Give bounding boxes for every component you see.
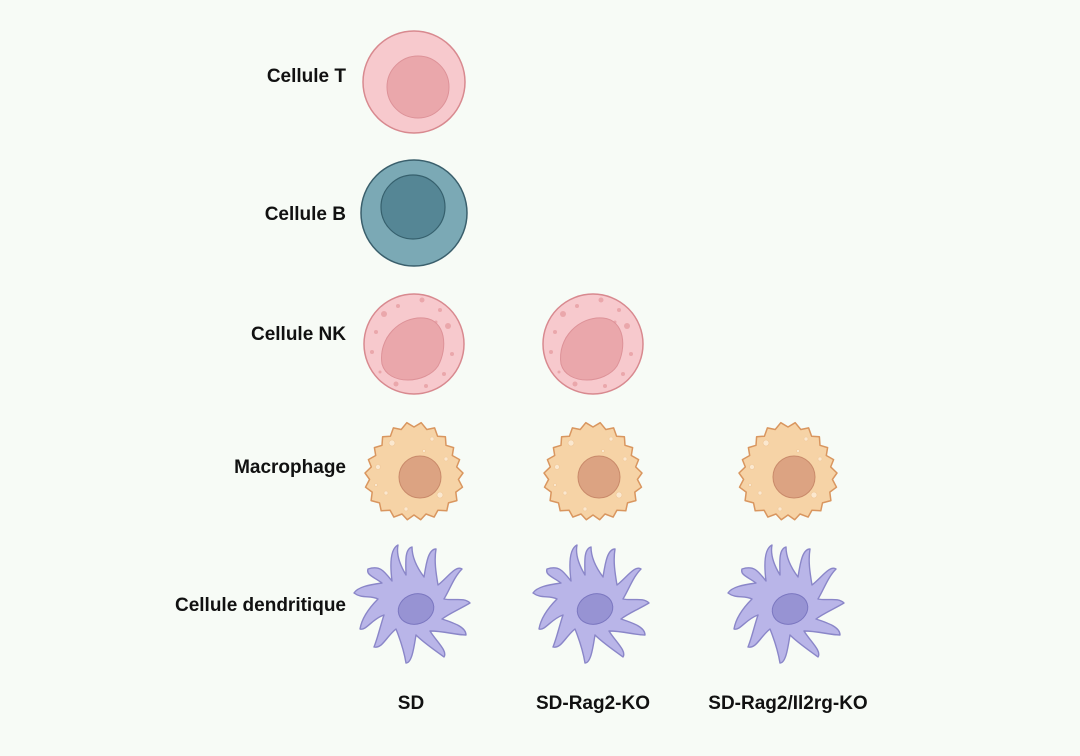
- b-cell-icon-sd: [360, 159, 468, 267]
- macrophage-icon-sd-rag2-il2rg-ko: [738, 421, 838, 521]
- dendritic-cell-icon-sd: [353, 544, 471, 664]
- column-label-sd-rag2-il2rg-ko: SD-Rag2/Il2rg-KO: [708, 693, 868, 714]
- nk-cell-icon-sd: [363, 293, 465, 395]
- t-cell-icon-sd: [362, 30, 466, 134]
- row-label-t-cell: Cellule T: [266, 66, 346, 87]
- dendritic-cell-icon-sd-rag2-ko: [532, 544, 650, 664]
- nk-cell-icon-sd-rag2-ko: [542, 293, 644, 395]
- macrophage-icon-sd-rag2-ko: [543, 421, 643, 521]
- row-label-macrophage: Macrophage: [234, 457, 346, 478]
- row-label-b-cell: Cellule B: [264, 204, 346, 225]
- dendritic-cell-icon-sd-rag2-il2rg-ko: [727, 544, 845, 664]
- row-label-dendritic-cell: Cellule dendritique: [174, 595, 346, 616]
- macrophage-icon-sd: [364, 421, 464, 521]
- row-label-nk-cell: Cellule NK: [250, 324, 346, 345]
- column-label-sd-rag2-ko: SD-Rag2-KO: [535, 693, 650, 714]
- column-label-sd: SD: [397, 693, 425, 714]
